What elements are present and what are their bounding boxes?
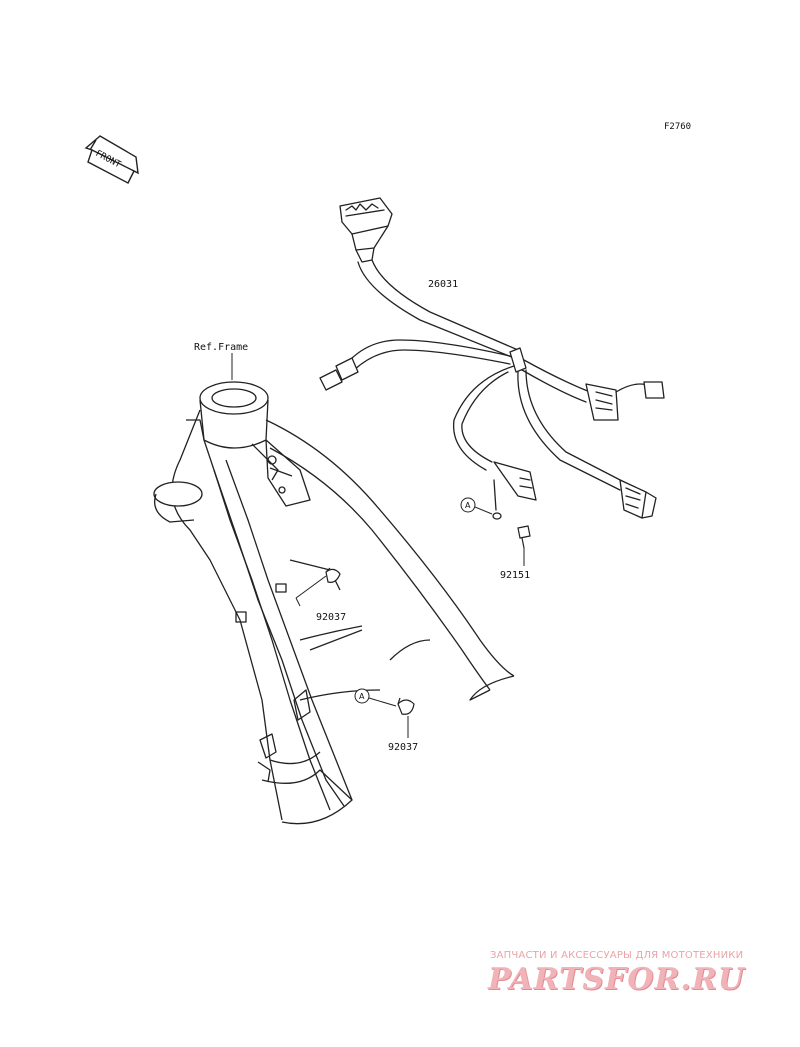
left-connector-icon xyxy=(319,357,359,391)
svg-text:A: A xyxy=(465,501,471,510)
ref-frame-label: Ref.Frame xyxy=(194,342,248,353)
clamp-upper-icon xyxy=(325,567,341,583)
lower-right-connector-icon xyxy=(619,479,657,519)
part-number-harness: 26031 xyxy=(428,279,458,290)
svg-text:A: A xyxy=(359,692,365,701)
front-arrow-icon: FRONT xyxy=(84,135,139,184)
clamp-lower-icon xyxy=(397,697,415,715)
clamp-upper-leader xyxy=(295,575,327,607)
main-connector-icon xyxy=(339,197,393,263)
frame xyxy=(153,381,515,825)
watermark-logo: PARTSFOR.RU xyxy=(488,962,745,997)
part-number-clamp-upper: 92037 xyxy=(316,612,346,623)
callout-a-lower: A xyxy=(354,688,397,707)
figure-code: F2760 xyxy=(664,122,691,132)
wiring-harness xyxy=(319,197,665,520)
right-connector-icon xyxy=(585,381,665,421)
callout-a-upper: A xyxy=(460,497,493,515)
part-number-bolt: 92151 xyxy=(500,570,530,581)
part-number-clamp-lower: 92037 xyxy=(388,742,418,753)
bolt-icon xyxy=(517,525,531,549)
watermark-tagline: ЗАПЧАСТИ И АКСЕССУАРЫ ДЛЯ МОТОТЕХНИКИ xyxy=(490,950,744,961)
ground-connector-icon xyxy=(493,461,537,501)
